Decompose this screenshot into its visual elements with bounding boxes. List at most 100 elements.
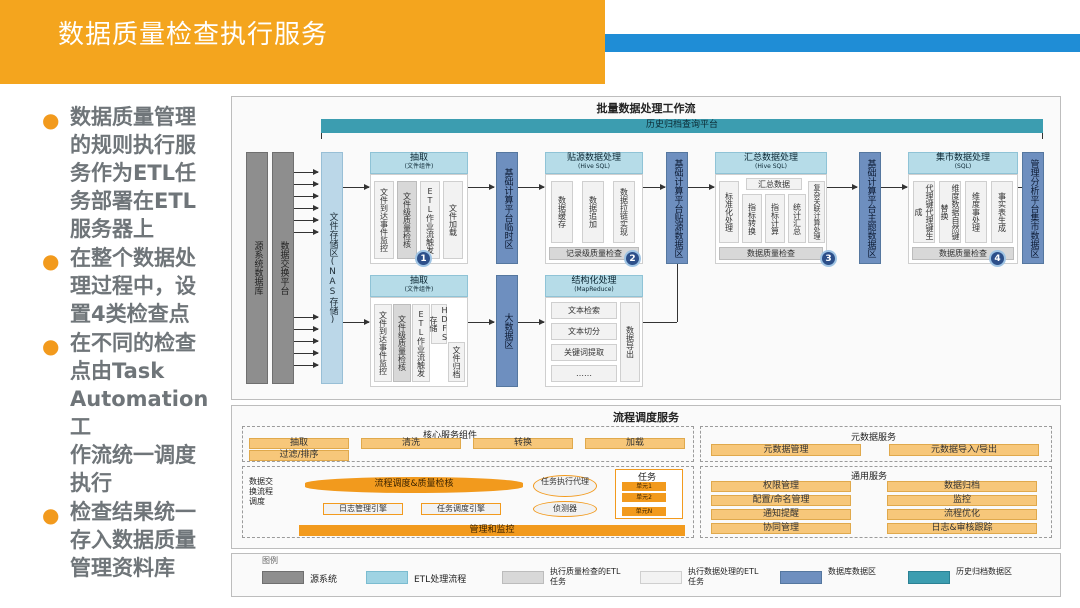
core-load: 加载 — [585, 438, 685, 449]
standardization: 标准化处理 — [719, 181, 739, 243]
summary-data: 汇总数据 — [746, 178, 802, 190]
exchange-scheduling-box: 数据交换流程调度 流程调度&质量检核 日志管理引擎 任务调度引擎 任务执行代理 … — [242, 466, 694, 538]
legend-panel: 图例 源系统 ETL处理流程 执行质量检查的ETL任务 执行数据处理的ETL任务… — [231, 553, 1061, 597]
mart-processing-subtitle: (SQL) — [954, 163, 972, 170]
mart-processing-body: 代理键代理键生成 维度数据自然键替换 维度事处理 事实表生成 数据质量检查 — [908, 174, 1018, 264]
core-clean: 清洗 — [361, 438, 461, 449]
core-extract: 抽取 — [249, 438, 349, 449]
keyword-extract: 关键词提取 — [551, 344, 617, 361]
data-append: 数据追加 — [582, 181, 604, 243]
data-exchange-platform: 数据交换平台 — [272, 152, 294, 384]
zipper-table-impl: 数据拉链实现 — [613, 181, 635, 243]
bullet-dot-icon: ● — [42, 108, 60, 132]
flow-optimization: 流程优化 — [887, 509, 1037, 520]
metadata-import-export: 元数据导入/导出 — [889, 444, 1039, 456]
log-engine: 日志管理引擎 — [323, 503, 403, 515]
task-engine: 任务调度引擎 — [421, 503, 501, 515]
legend-label-etl-flow: ETL处理流程 — [414, 575, 467, 585]
monitoring: 监控 — [887, 495, 1037, 506]
source-arrow — [294, 169, 319, 175]
legend-label-source: 源系统 — [310, 575, 338, 585]
summary-processing-body: 汇总数据 标准化处理 指标转换 指标计算 统计汇总 复杂关联计算处理 数据质量检… — [715, 174, 827, 264]
bullet-dot-icon: ● — [42, 503, 60, 527]
bullet-text: 数据质量管理 的规则执行服 务作为ETL任 务部署在ETL 服务器上 — [70, 105, 197, 241]
common-services-title: 通用服务 — [851, 472, 888, 482]
config-naming-management: 配置/命名管理 — [711, 495, 851, 506]
source-processing-title: 贴源数据处理 — [566, 153, 621, 163]
scheduling-engine: 流程调度&质量检核 — [305, 477, 523, 493]
mart-processing-header: 集市数据处理 (SQL) — [908, 152, 1018, 174]
data-cache: 数据缓存 — [551, 181, 573, 243]
archive-bar-connector — [321, 133, 1043, 139]
extract-title: 抽取 — [409, 276, 428, 286]
batch-workflow-title: 批量数据处理工作流 — [596, 102, 696, 115]
file-archive: 文件归档 — [448, 342, 465, 382]
bullet-text: 在不同的检查 点由Task Automation工 作流统一调度 执行 — [70, 331, 209, 495]
metric-compute: 指标计算 — [765, 194, 785, 243]
task-unit-1: 单元1 — [622, 482, 666, 491]
page-title: 数据质量检查执行服务 — [58, 20, 329, 50]
legend-swatch-db-zone — [780, 571, 822, 584]
header-bar: 数据质量检查执行服务 — [0, 0, 605, 84]
base-compute-source-zone: 基础计算平台贴源数据区 — [666, 152, 688, 264]
flow-arrow — [343, 184, 370, 190]
legend-title: 图例 — [262, 556, 278, 565]
source-arrow — [294, 338, 319, 344]
file-arrival-monitor: 文件到达事件监控 — [374, 181, 394, 259]
text-search: 文本检索 — [551, 302, 617, 319]
header-stripe — [605, 34, 1080, 52]
legend-swatch-etl-flow — [366, 571, 408, 584]
flow-arrow — [688, 184, 715, 190]
core-filter-sort: 过滤/排序 — [249, 450, 349, 461]
core-components-box: 核心服务组件 抽取 清洗 转换 加载 过滤/排序 — [242, 426, 694, 462]
etl-flow-trigger: ETL作业流触发 — [412, 304, 430, 382]
file-storage-nas: 文件存储区(NAS存储) — [321, 152, 343, 384]
common-services-box: 通用服务 权限管理 配置/命名管理 通知提醒 协同管理 数据归档 监控 流程优化… — [700, 466, 1052, 538]
legend-swatch-process-task — [640, 571, 682, 584]
flow-arrow — [468, 319, 495, 325]
extract-body-top: 文件到达事件监控 文件级质量检核 ETL作业流触发 文件加载 — [370, 174, 468, 264]
log-audit-tracking: 日志&审核跟踪 — [887, 523, 1037, 534]
bullet-dot-icon: ● — [42, 249, 60, 273]
bullet-list: ● 数据质量管理 的规则执行服 务作为ETL任 务部署在ETL 服务器上 ●在整个… — [34, 103, 224, 583]
hdfs-storage: HDFS存储 — [429, 304, 449, 344]
base-compute-subject-zone: 基础计算平台主题数据区 — [859, 152, 881, 264]
natural-key-replace: 维度数据自然键替换 — [939, 181, 961, 243]
base-compute-temp-zone: 基础计算平台临时区 — [496, 152, 518, 264]
source-processing-body: 数据缓存 数据追加 数据拉链实现 记录级质量检查 — [545, 174, 643, 264]
metric-convert: 指标转换 — [742, 194, 762, 243]
bullet-item: ●在整个数据处 理过程中，设 置4类检查点 — [34, 244, 224, 328]
file-loading: 文件加载 — [443, 181, 463, 259]
legend-label-quality-task: 执行质量检查的ETL任务 — [550, 567, 621, 586]
task-panel: 任务 单元1 单元2 单元N — [615, 469, 683, 519]
flow-arrow — [468, 184, 495, 190]
core-components-title: 核心服务组件 — [423, 431, 478, 441]
metadata-management: 元数据管理 — [711, 444, 861, 456]
batch-workflow-panel: 批量数据处理工作流 历史归档查询平台 源系统数据库 数据交换平台 文件存储区(N… — [231, 96, 1061, 400]
bullet-item: ● 数据质量管理 的规则执行服 务作为ETL任 务部署在ETL 服务器上 — [34, 103, 224, 243]
flow-scheduling-title: 流程调度服务 — [613, 411, 679, 424]
extract-header-top: 抽取 (文件组件) — [370, 152, 468, 174]
legend-label-db-zone: 数据库数据区 — [828, 567, 876, 576]
mart-quality-check: 数据质量检查 — [912, 247, 1014, 260]
bullet-item: ●检查结果统一 存入数据质量 管理资料库 — [34, 498, 224, 582]
task-unit-n: 单元N — [622, 507, 666, 516]
source-processing-header: 贴源数据处理 (Hive SQL) — [545, 152, 643, 174]
fact-table-gen: 事实表生成 — [991, 181, 1013, 243]
file-quality-check: 文件级质量检核 — [393, 304, 411, 382]
source-arrow — [294, 229, 319, 235]
data-archive: 数据归档 — [887, 481, 1037, 492]
flow-arrow — [343, 319, 370, 325]
bullet-item: ●在不同的检查 点由Task Automation工 作流统一调度 执行 — [34, 329, 224, 497]
summary-processing-title: 汇总数据处理 — [743, 153, 798, 163]
extract-subtitle: (文件组件) — [404, 286, 434, 293]
legend-label-archive-zone: 历史归档数据区 — [956, 567, 1012, 576]
extract-subtitle: (文件组件) — [404, 163, 434, 170]
file-arrival-monitor: 文件到达事件监控 — [374, 304, 392, 382]
mgmt-analysis-mart-zone: 管理分析平台集市数据区 — [1022, 152, 1044, 264]
legend-swatch-source — [262, 571, 304, 584]
flow-arrow — [643, 184, 666, 190]
etl-flow-trigger: ETL作业流触发 — [420, 181, 440, 259]
complex-join: 复杂关联计算处理 — [808, 181, 825, 243]
extract-header-bottom: 抽取 (文件组件) — [370, 275, 468, 297]
